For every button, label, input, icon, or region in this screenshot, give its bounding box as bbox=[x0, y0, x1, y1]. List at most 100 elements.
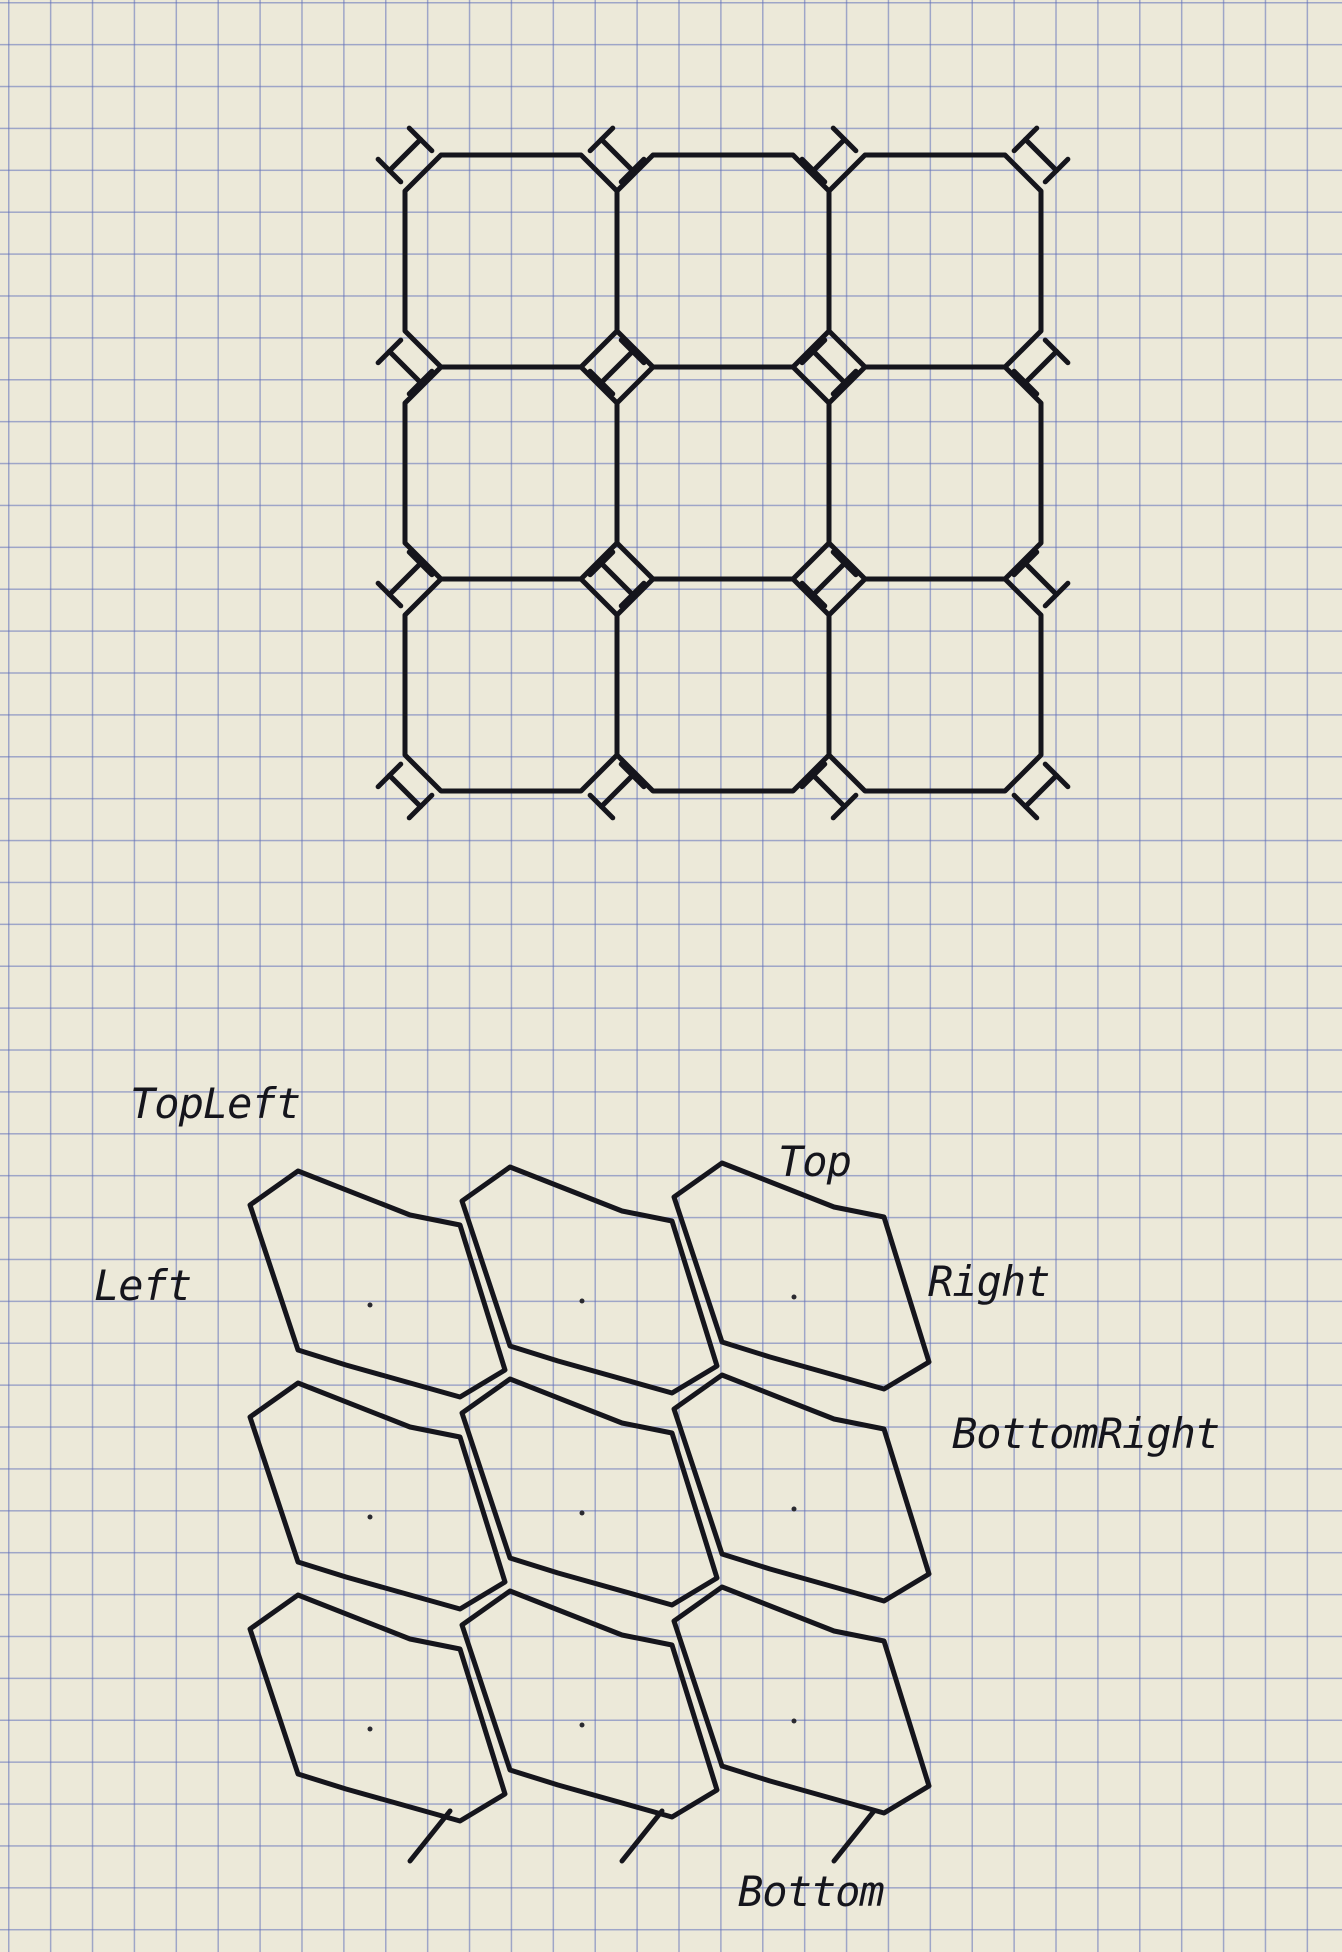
upper-cell-outline bbox=[826, 364, 1044, 582]
connector-cap bbox=[830, 792, 859, 821]
connector-stem bbox=[386, 560, 424, 598]
upper-cell bbox=[614, 152, 832, 370]
lower-hex-cell bbox=[671, 1160, 932, 1392]
connector-cap bbox=[1042, 337, 1071, 366]
lower-hex-grid-diagram bbox=[247, 1160, 932, 1864]
cell-center-dot bbox=[791, 1506, 797, 1512]
lower-hex-cell bbox=[247, 1592, 508, 1824]
connector-cap bbox=[1011, 368, 1040, 397]
upper-t-connector bbox=[799, 549, 859, 609]
connector-stem bbox=[598, 348, 636, 386]
connector-stem bbox=[1022, 348, 1060, 386]
upper-cell bbox=[402, 364, 620, 582]
lower-hex-outline bbox=[247, 1380, 508, 1612]
label-bottom-right: BottomRight bbox=[952, 1409, 1219, 1458]
connector-stem bbox=[810, 136, 848, 174]
lower-hex-outline bbox=[459, 1164, 720, 1396]
connector-cap bbox=[618, 337, 647, 366]
connector-stem bbox=[598, 136, 636, 174]
connector-stem bbox=[386, 136, 424, 174]
connector-stem bbox=[386, 772, 424, 810]
connector-stem bbox=[810, 772, 848, 810]
upper-cell bbox=[402, 576, 620, 794]
lower-hex-outline bbox=[247, 1168, 508, 1400]
connector-cap bbox=[799, 761, 828, 790]
lower-hex-cell bbox=[459, 1164, 720, 1396]
label-left: Left bbox=[94, 1261, 191, 1310]
upper-t-connector bbox=[799, 125, 859, 185]
lower-hex-outline bbox=[459, 1376, 720, 1608]
connector-cap bbox=[830, 368, 859, 397]
lower-hex-cell bbox=[459, 1376, 720, 1608]
connector-stem bbox=[386, 348, 424, 386]
upper-t-connector bbox=[375, 549, 435, 609]
connector-cap bbox=[587, 368, 616, 397]
connector-stem bbox=[598, 772, 636, 810]
upper-cell-outline bbox=[402, 152, 620, 370]
connector-cap bbox=[830, 549, 859, 578]
lower-hex-outline bbox=[671, 1372, 932, 1604]
cell-center-dot bbox=[579, 1510, 585, 1516]
connector-cap bbox=[618, 761, 647, 790]
upper-t-connector bbox=[1011, 549, 1071, 609]
connector-cap bbox=[406, 792, 435, 821]
connector-cap bbox=[1011, 125, 1040, 154]
cell-center-dot bbox=[579, 1722, 585, 1728]
connector-stem bbox=[598, 560, 636, 598]
connector-stem bbox=[810, 560, 848, 598]
label-top: Top bbox=[778, 1137, 851, 1186]
connector-cap bbox=[375, 761, 404, 790]
lower-hex-cell bbox=[671, 1584, 932, 1816]
upper-cell bbox=[614, 364, 832, 582]
bottom-edge-stroke bbox=[407, 1808, 453, 1864]
connector-cap bbox=[587, 792, 616, 821]
connector-cap bbox=[1042, 156, 1071, 185]
lower-hex-outline bbox=[459, 1588, 720, 1820]
upper-t-connector bbox=[1011, 125, 1071, 185]
connector-stem bbox=[1022, 136, 1060, 174]
lower-hex-outline bbox=[247, 1592, 508, 1824]
connector-cap bbox=[375, 580, 404, 609]
connector-cap bbox=[1042, 761, 1071, 790]
upper-t-connector bbox=[587, 761, 647, 821]
upper-cell-outline bbox=[826, 152, 1044, 370]
connector-cap bbox=[375, 156, 404, 185]
bottom-edge-stroke bbox=[831, 1808, 877, 1864]
cell-center-dot bbox=[791, 1718, 797, 1724]
label-bottom: Bottom bbox=[738, 1867, 884, 1916]
connector-stem bbox=[1022, 560, 1060, 598]
lower-hex-outline bbox=[671, 1160, 932, 1392]
upper-t-connector bbox=[799, 761, 859, 821]
connector-cap bbox=[618, 580, 647, 609]
connector-cap bbox=[799, 580, 828, 609]
lower-hex-outline bbox=[671, 1584, 932, 1816]
upper-t-connector bbox=[587, 549, 647, 609]
lower-hex-cell bbox=[459, 1588, 720, 1820]
lower-hex-cell bbox=[671, 1372, 932, 1604]
cell-center-dot bbox=[579, 1298, 585, 1304]
connector-cap bbox=[830, 125, 859, 154]
upper-t-connector bbox=[587, 125, 647, 185]
connector-stem bbox=[1022, 772, 1060, 810]
lower-hex-cell bbox=[247, 1168, 508, 1400]
connector-cap bbox=[1011, 549, 1040, 578]
upper-t-connector bbox=[375, 125, 435, 185]
upper-cell-outline bbox=[614, 576, 832, 794]
upper-cell bbox=[614, 576, 832, 794]
upper-cell bbox=[826, 364, 1044, 582]
upper-cell-grid-diagram bbox=[375, 125, 1071, 821]
connector-cap bbox=[587, 549, 616, 578]
upper-cell-outline bbox=[402, 364, 620, 582]
connector-cap bbox=[406, 368, 435, 397]
connector-cap bbox=[1011, 792, 1040, 821]
label-right: Right bbox=[928, 1257, 1049, 1306]
connector-cap bbox=[406, 125, 435, 154]
lower-hex-cell bbox=[247, 1380, 508, 1612]
upper-cell bbox=[402, 152, 620, 370]
upper-cell-outline bbox=[614, 364, 832, 582]
upper-t-connector bbox=[1011, 761, 1071, 821]
connector-cap bbox=[375, 337, 404, 366]
upper-t-connector bbox=[375, 761, 435, 821]
upper-cell-outline bbox=[826, 576, 1044, 794]
upper-t-connector bbox=[587, 337, 647, 397]
